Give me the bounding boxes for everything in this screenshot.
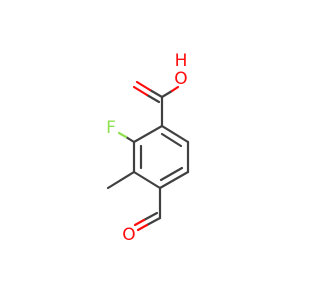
aldehyde-double-bond-dark [145, 216, 162, 227]
carbonyl-bond-dark-2 [145, 93, 161, 104]
ring-bond-c6-c1 [160, 124, 190, 144]
fluorine-bond-green [117, 131, 128, 139]
fluorine-bond-dark [124, 135, 136, 144]
carbonyl-bond-red [135, 80, 152, 92]
molecule-structure-diagram: H O F O [106, 51, 190, 245]
carbonyl-bond-dark [148, 88, 164, 99]
bonds [106, 80, 190, 232]
hydroxyl-bond-dark [160, 89, 174, 99]
atom-labels: H O F O [106, 51, 188, 245]
ring-bond-c6-c1-inner [160, 132, 183, 148]
aldehyde-double-bond-red-2 [133, 218, 146, 227]
ring-bond-c1-c2 [132, 124, 164, 144]
hydroxyl-bond-red [170, 85, 180, 93]
methyl-bond [106, 170, 136, 190]
ring-bond-c4-c5 [158, 170, 190, 190]
aldehyde-double-bond-red [136, 223, 149, 232]
carboxyl-hydroxyl-hydrogen-label: H [175, 51, 188, 71]
carboxyl-hydroxyl-oxygen-label: O [174, 69, 187, 89]
aldehyde-oxygen-label: O [122, 225, 135, 245]
ring-bond-c4-c5-inner [159, 166, 184, 182]
ring-bond-c3-c4 [132, 170, 162, 190]
carbonyl-bond-red-2 [132, 85, 149, 97]
aldehyde-double-bond-dark-2 [142, 211, 159, 222]
fluorine-atom-label: F [106, 118, 116, 138]
